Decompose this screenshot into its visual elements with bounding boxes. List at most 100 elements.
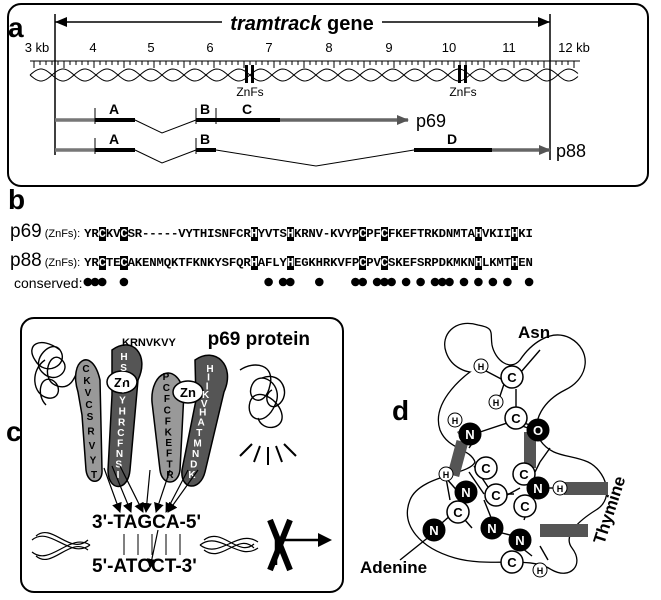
residue: M	[496, 256, 504, 270]
conserved-dot	[430, 277, 440, 287]
residue: S	[127, 227, 135, 241]
svg-text:C: C	[453, 505, 463, 520]
residue: C	[120, 227, 128, 241]
residue-letter: K	[165, 427, 173, 438]
residue: C	[380, 227, 388, 241]
panel-c-letter: c	[6, 416, 22, 447]
residue-letter: S	[115, 460, 122, 471]
residue-letter: R	[87, 427, 95, 438]
scale-label: 3 kb	[25, 40, 50, 55]
dna-bottom-strand: 5'-ATCCT-3'	[92, 556, 197, 577]
residue-letter: R	[118, 417, 126, 428]
residue: -	[163, 227, 171, 241]
residue: I	[207, 227, 215, 241]
residue: K	[518, 227, 526, 241]
sequence-name: p69	[10, 221, 42, 242]
residue: K	[395, 256, 403, 270]
conserved-dot	[416, 277, 425, 287]
residue: K	[395, 227, 403, 241]
svg-text:N: N	[533, 481, 542, 496]
residue: -	[156, 227, 164, 241]
panel-c-frame	[20, 317, 344, 593]
thymine-bar-2	[540, 524, 588, 537]
residue: V	[337, 227, 345, 241]
residue: N	[467, 256, 475, 270]
conserved-dot	[83, 277, 93, 287]
molecule-outline	[406, 322, 608, 574]
conserved-dot	[387, 277, 396, 287]
zn-ion-2	[172, 380, 204, 404]
residue: Y	[344, 227, 352, 241]
dna-helix-track	[29, 68, 579, 82]
residue: C	[359, 256, 367, 270]
exon-label-d: D	[447, 131, 457, 147]
atoms: C H H C O N H H N C C C N H C N C N N C …	[422, 358, 568, 578]
panel-a-letter: a	[8, 12, 24, 43]
svg-text:C: C	[491, 488, 501, 503]
dna-contact-arrows	[103, 465, 199, 569]
dna-helix-left	[31, 531, 91, 561]
residue-letter: A	[197, 417, 204, 428]
conserved-dot	[286, 277, 295, 287]
residue: Y	[185, 227, 193, 241]
residue-letter: V	[120, 385, 127, 396]
residue-letter: P	[163, 372, 170, 383]
hydrogen-bond-bar-1	[447, 440, 469, 477]
scale-label: 4	[89, 40, 96, 55]
panel-b-letter: b	[8, 184, 26, 215]
panel-d-letter: d	[392, 395, 410, 426]
residue: N	[308, 227, 316, 241]
residue: E	[113, 256, 121, 270]
residue: H	[199, 227, 208, 241]
conserved-label: conserved:	[14, 275, 83, 291]
residue: K	[445, 256, 454, 270]
residue: D	[438, 256, 446, 270]
disordered-chain-right	[239, 364, 283, 429]
ruler-ticks	[30, 60, 580, 68]
exon-label-a: A	[109, 101, 119, 117]
residue: K	[293, 227, 302, 241]
residue: F	[409, 227, 417, 241]
residue-letter: I	[206, 382, 209, 393]
residue-letter: F	[165, 416, 171, 427]
residue-letter: H	[119, 407, 126, 418]
sequence-subtitle: (ZnFs):	[44, 228, 81, 240]
residue-letter: S	[87, 412, 94, 423]
residue-letter: H	[206, 364, 213, 375]
znf-marker-1	[245, 65, 254, 83]
residue: P	[351, 227, 360, 241]
svg-text:C: C	[507, 370, 517, 385]
residue-letter: R	[166, 470, 174, 481]
residue-letter: F	[117, 438, 123, 449]
residue: -	[170, 227, 179, 241]
panel-c-title: p69 protein	[208, 329, 310, 350]
conserved-dot	[351, 277, 360, 287]
svg-text:C: C	[481, 461, 491, 476]
residue: K	[489, 256, 497, 270]
zn-ion-1	[106, 370, 138, 394]
sequence-row-p69: p69 (ZnFs): YRCKVCSR-----VYTHISNFCRHYVTS…	[10, 221, 533, 243]
scale-label: 10	[442, 40, 456, 55]
scale-label: 7	[265, 40, 272, 55]
residue-letter: H	[120, 352, 127, 363]
residue: F	[344, 256, 352, 270]
residue: H	[510, 227, 519, 241]
residue-letter: T	[91, 470, 97, 481]
dna-helix-right	[199, 535, 259, 555]
residue-letter: T	[196, 428, 202, 439]
scale-label: 12 kb	[558, 40, 590, 55]
residue-letter: E	[165, 438, 172, 449]
residue: R	[322, 256, 331, 270]
residue: T	[460, 227, 468, 241]
svg-text:H: H	[537, 566, 544, 576]
residue: R	[301, 227, 309, 241]
residue-letter: H	[199, 408, 206, 419]
residue: A	[257, 256, 266, 270]
residue: V	[373, 256, 381, 270]
residue: H	[286, 227, 294, 241]
conserved-dot	[474, 277, 483, 287]
